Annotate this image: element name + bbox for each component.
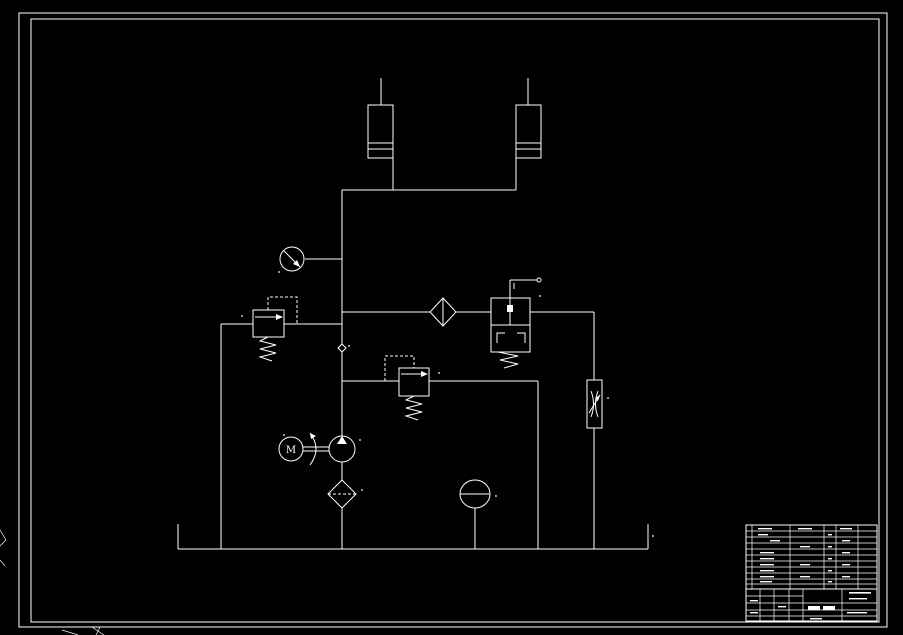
parts-list-table — [745, 524, 878, 590]
filter-lower — [327, 479, 363, 509]
tank-mark — [652, 535, 654, 537]
throttle-valve — [586, 379, 609, 429]
filter-upper — [429, 297, 457, 327]
inner-frame — [30, 18, 880, 623]
accumulator — [459, 479, 497, 509]
electric-motor: M — [278, 432, 329, 466]
pressure-gauge — [278, 246, 305, 273]
oil-tank — [177, 524, 649, 550]
check-valve — [337, 343, 350, 353]
hydraulic-cylinder-right — [515, 78, 542, 190]
hydraulic-cylinder-left — [367, 78, 394, 190]
relief-valve-center — [384, 355, 440, 421]
hydraulic-pump — [328, 435, 361, 463]
relief-valve-left — [241, 296, 298, 362]
title-block — [745, 588, 878, 622]
directional-control-valve — [490, 277, 542, 369]
edge-marks — [0, 529, 105, 635]
main-piping — [220, 189, 595, 549]
outer-frame — [18, 12, 888, 628]
motor-label: M — [286, 445, 296, 456]
